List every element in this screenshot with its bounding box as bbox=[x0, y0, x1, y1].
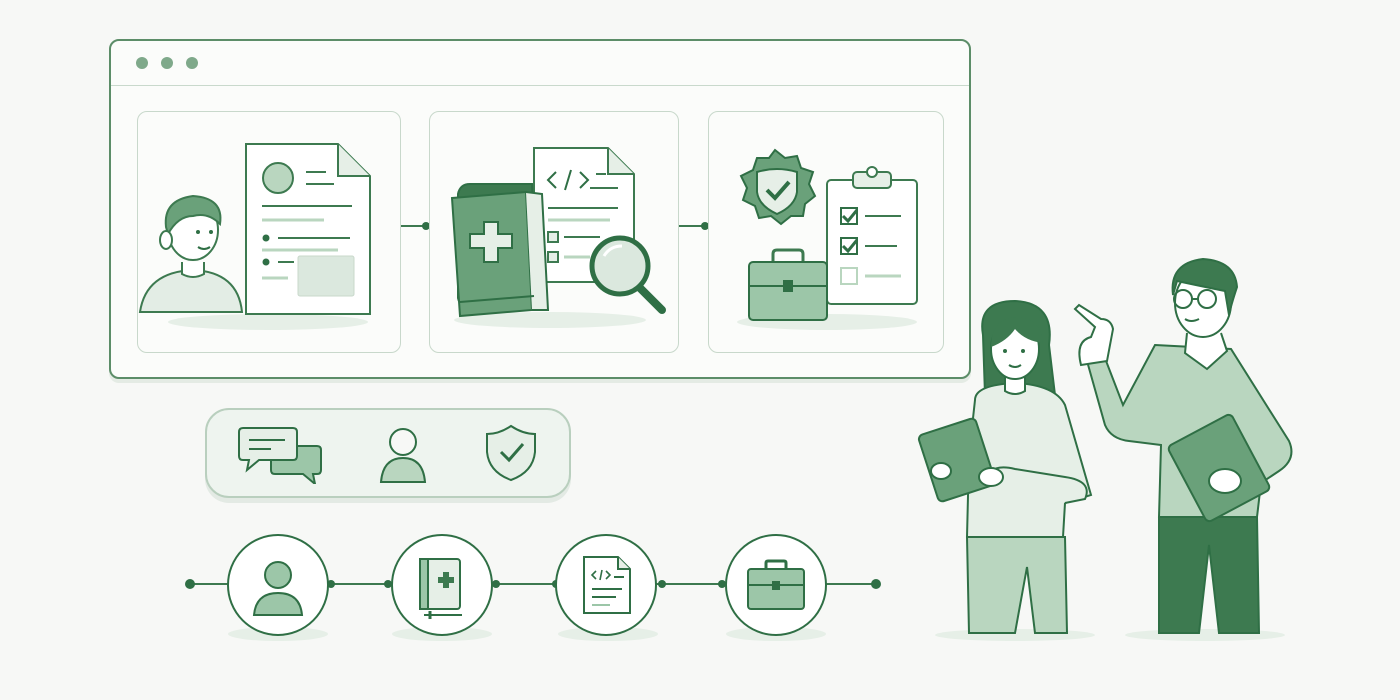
user-icon[interactable] bbox=[375, 424, 431, 484]
verification-illustration bbox=[737, 148, 918, 330]
panel-candidate-profile bbox=[137, 111, 401, 353]
timeline-step-code-document[interactable] bbox=[554, 533, 658, 637]
verified-badge-icon bbox=[739, 148, 817, 226]
research-illustration bbox=[450, 147, 666, 328]
panel-connectors bbox=[400, 222, 709, 230]
checklist-clipboard-icon bbox=[826, 166, 918, 305]
window-control-dot[interactable] bbox=[161, 57, 173, 69]
code-document-icon bbox=[583, 556, 631, 614]
timeline-step-user[interactable] bbox=[226, 533, 330, 637]
medical-book-icon bbox=[419, 558, 462, 619]
user-icon bbox=[252, 561, 304, 616]
timeline-step-briefcase[interactable] bbox=[724, 533, 828, 637]
window-control-dot[interactable] bbox=[136, 57, 148, 69]
person-avatar-icon bbox=[138, 194, 244, 313]
panel-verification bbox=[708, 111, 944, 353]
window-control-dot[interactable] bbox=[186, 57, 198, 69]
chat-bubbles-icon[interactable] bbox=[237, 424, 323, 484]
feature-icon-bar bbox=[205, 408, 571, 498]
panel-research bbox=[429, 111, 679, 353]
briefcase-icon bbox=[747, 559, 805, 610]
browser-window bbox=[109, 39, 971, 379]
window-titlebar bbox=[111, 41, 969, 86]
candidate-illustration bbox=[138, 143, 371, 330]
magnifier-icon bbox=[589, 235, 666, 314]
medical-book-icon bbox=[450, 183, 550, 318]
shield-check-icon[interactable] bbox=[483, 422, 539, 484]
man-pointing bbox=[1073, 257, 1293, 634]
woman-with-tablet bbox=[917, 299, 1093, 634]
people-illustration bbox=[917, 257, 1293, 641]
briefcase-icon bbox=[748, 248, 828, 321]
resume-document-icon bbox=[245, 143, 371, 315]
timeline-step-medical-book[interactable] bbox=[390, 533, 494, 637]
